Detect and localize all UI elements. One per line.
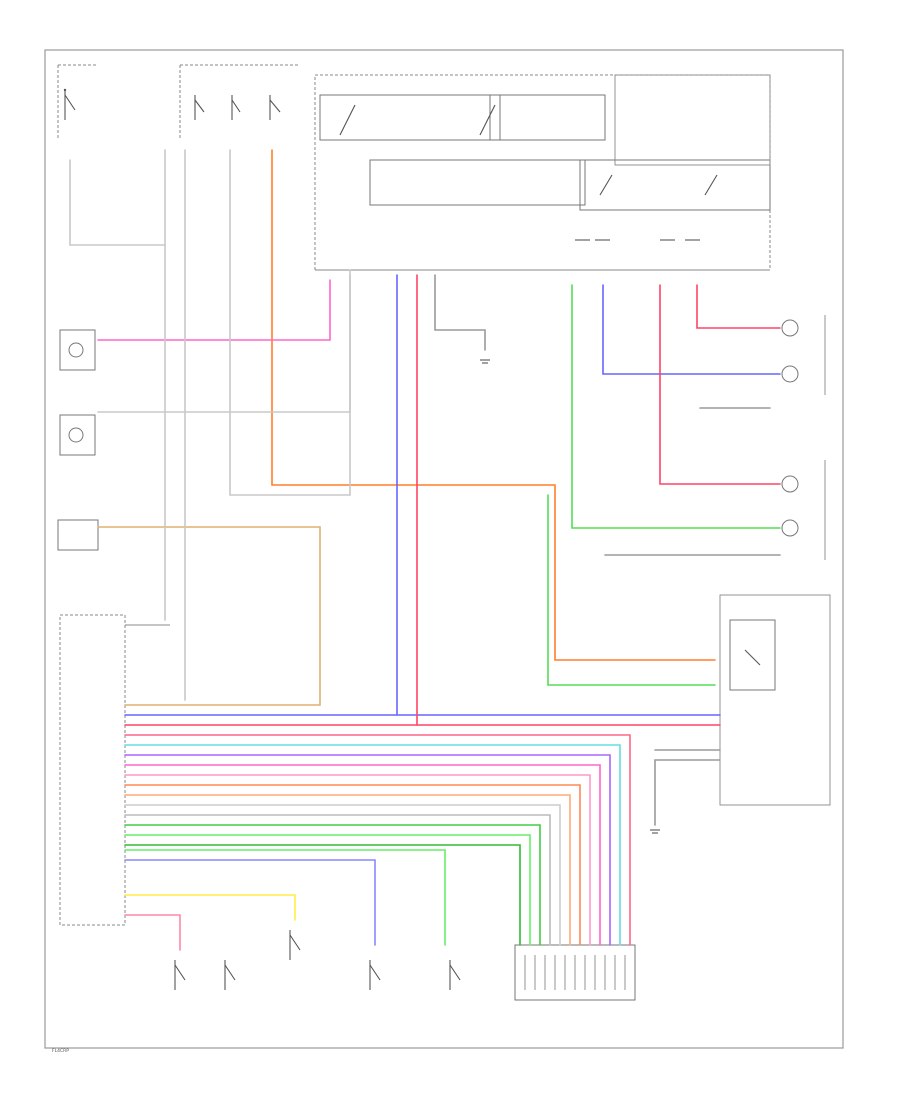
combination-switch-pins xyxy=(524,955,626,990)
wire-bundle-1 xyxy=(124,734,631,946)
wire-blue-headlamp xyxy=(602,284,781,375)
combination-meter xyxy=(719,594,831,806)
wire-dark-grey-meter-2 xyxy=(654,759,720,826)
ipdm-box xyxy=(314,74,771,271)
wire-grey-3 xyxy=(229,149,351,496)
wire-pink-door xyxy=(124,914,181,951)
front-side-lamp-left xyxy=(59,414,96,456)
wire-pink-side-lamp xyxy=(97,279,331,341)
wire-blue-door xyxy=(124,859,376,946)
footer-code: FL4CRP xyxy=(52,1048,69,1054)
door-switch-rear-right xyxy=(369,960,381,990)
trunk-room-lamp-switch xyxy=(449,960,461,990)
wire-bundle-3 xyxy=(124,754,611,946)
fuse-block-top-left xyxy=(57,64,300,140)
wire-bundle-12 xyxy=(124,844,521,946)
wire-orange xyxy=(271,149,716,661)
ground-symbol-2 xyxy=(650,829,660,834)
wire-grey-5 xyxy=(97,274,351,413)
headlamp-rh-high xyxy=(781,319,799,337)
wire-set xyxy=(69,149,781,951)
wire-yellow-door xyxy=(124,894,296,921)
wire-bundle-5 xyxy=(124,774,591,946)
diagram-frame xyxy=(44,49,844,1049)
headlamp-lh-high xyxy=(781,475,799,493)
headlamp-lh-low xyxy=(781,519,799,537)
wire-red-headlamp-lh xyxy=(659,284,781,485)
headlamp-rh-low xyxy=(781,365,799,383)
door-switch-front-right xyxy=(289,930,301,960)
wire-green-headlamp xyxy=(571,284,781,529)
wire-grey-4 xyxy=(69,159,166,246)
ground-symbol-1 xyxy=(480,359,490,364)
wire-bundle-11 xyxy=(124,834,531,946)
wire-red-headlamp-rh xyxy=(696,284,781,329)
wire-bundle-6 xyxy=(124,784,581,946)
wire-bundle-8 xyxy=(124,804,561,946)
body-control-module xyxy=(59,614,170,926)
front-side-lamp-right xyxy=(59,329,96,371)
door-switch-front-left xyxy=(174,960,186,990)
wire-green-trunk xyxy=(124,849,446,946)
wire-bundle-4 xyxy=(124,764,601,946)
light-sensor xyxy=(57,519,99,551)
wire-tan-sensor xyxy=(97,526,321,706)
combination-switch xyxy=(514,944,636,1001)
wire-bundle-9 xyxy=(124,814,551,946)
wire-bundle-10 xyxy=(124,824,541,946)
wire-dark-grey-ground xyxy=(434,274,486,351)
wire-bundle-2 xyxy=(124,744,621,946)
door-switch-rear-left xyxy=(224,960,236,990)
wire-bundle-7 xyxy=(124,794,571,946)
wire-green-meter xyxy=(547,494,716,686)
